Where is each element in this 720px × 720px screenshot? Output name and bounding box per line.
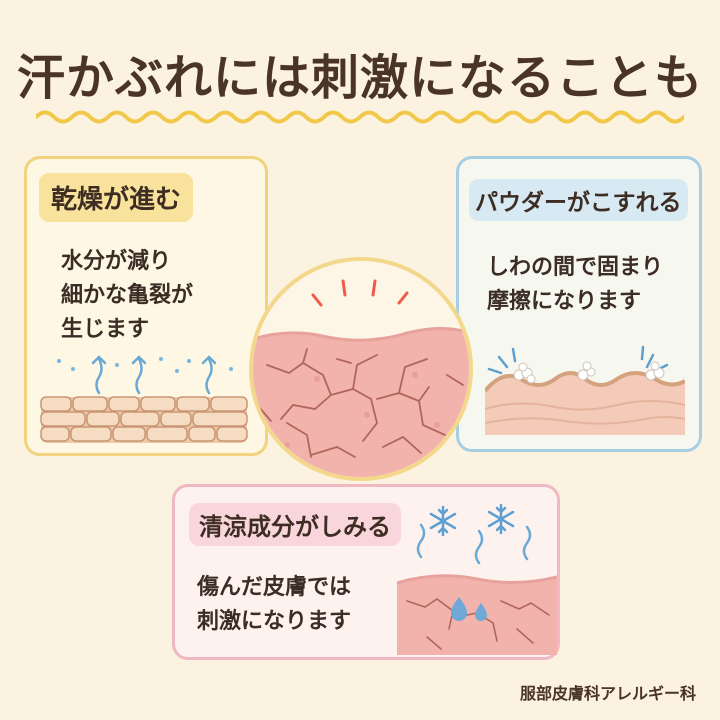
powder-heading: パウダーがこすれる [469,179,688,221]
dryness-line-3: 生じます [61,317,150,342]
cooling-line-1: 傷んだ皮膚では [197,575,352,600]
water-droplet-icon [451,597,487,621]
cracked-skin-circle [249,257,473,481]
powder-description: しわの間で固まり 摩擦になります [487,251,663,319]
impact-line-icon [487,345,669,375]
impact-line-icon [311,279,409,307]
dryness-description: 水分が減り 細かな亀裂が 生じます [61,245,193,347]
dryness-heading: 乾燥が進む [39,173,194,222]
clinic-name: 服部皮膚科アレルギー科 [519,684,696,703]
title-underline-wave [36,110,684,124]
cooling-description: 傷んだ皮膚では 刺激になります [197,571,351,639]
dryness-line-2: 細かな亀裂が [61,283,194,308]
cooling-line-2: 刺激になります [197,609,352,634]
skin-fold-illustration [485,345,685,435]
dryness-line-1: 水分が減り [61,249,172,274]
cooling-heading: 清涼成分がしみる [189,503,401,546]
cooling-card: 清涼成分がしみる 傷んだ皮膚では 刺激になります [172,484,560,660]
powder-line-1: しわの間で固まり [487,255,664,280]
dry-skin-illustration [40,355,248,443]
upward-vapor-arrow-icon [91,355,217,395]
powder-clump-icon [513,361,665,384]
dryness-card: 乾燥が進む 水分が減り 細かな亀裂が 生じます [24,156,268,456]
powder-card: パウダーがこすれる しわの間で固まり 摩擦になります [456,156,702,452]
cooling-skin-illustration [397,503,557,655]
snowflake-icon [429,503,515,537]
powder-line-2: 摩擦になります [487,289,642,314]
page-title: 汗かぶれには刺激になることも [16,50,703,106]
